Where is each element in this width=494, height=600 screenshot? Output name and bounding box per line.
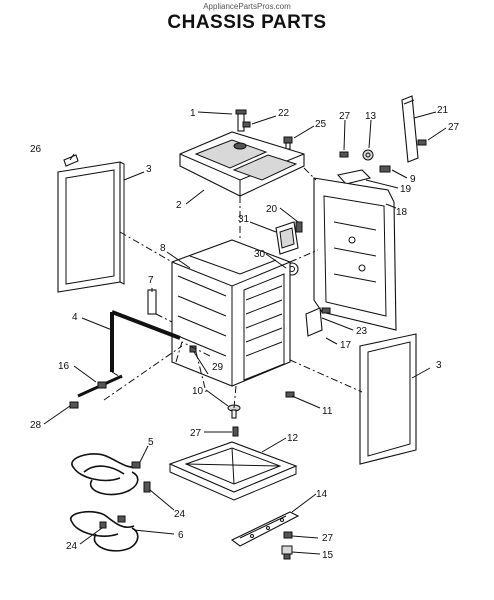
callout-28: 28 — [30, 420, 42, 431]
page-title: CHASSIS PARTS — [167, 12, 327, 33]
callout-11: 11 — [322, 406, 333, 417]
part-1-pin — [235, 109, 247, 132]
part-11-screw — [285, 391, 295, 398]
part-26-clip — [63, 154, 79, 167]
part-27-screw-bottom — [283, 531, 293, 539]
callout-5: 5 — [148, 437, 154, 448]
part-22-screw — [242, 121, 251, 128]
callout-12: 12 — [287, 433, 299, 444]
part-2-top-panel — [179, 131, 305, 197]
part-17-clip — [321, 307, 331, 314]
callout-24-upper: 24 — [174, 509, 186, 520]
part-18-rear-frame — [313, 177, 397, 331]
part-20-clip — [295, 221, 303, 233]
callout-16: 16 — [58, 361, 70, 372]
callout-13: 13 — [365, 111, 377, 122]
callout-20: 20 — [266, 204, 278, 215]
part-7-bracket — [147, 289, 157, 315]
callout-27-bottom: 27 — [322, 533, 334, 544]
callout-26: 26 — [30, 144, 42, 155]
part-6-broil-element — [69, 510, 139, 552]
callout-18: 18 — [396, 207, 408, 218]
part-27-screw-middle — [232, 426, 239, 437]
callout-22: 22 — [278, 108, 290, 119]
part-9-clip — [379, 165, 391, 173]
part-5-bake-element — [71, 453, 151, 496]
callout-19: 19 — [400, 184, 412, 195]
part-8-oven-cavity — [171, 239, 291, 387]
callout-24-lower: 24 — [66, 541, 78, 552]
part-25-screw — [283, 136, 293, 150]
part-12-drawer-pan — [168, 441, 298, 501]
callout-labels: 1 22 25 27 13 21 27 26 3 2 9 19 18 31 20… — [30, 105, 460, 561]
callout-27-top-left: 27 — [339, 111, 351, 122]
callout-25: 25 — [315, 119, 327, 130]
leader-lines — [43, 111, 447, 555]
callout-7: 7 — [148, 275, 154, 286]
part-28-screw — [69, 401, 79, 409]
callout-17: 17 — [340, 340, 352, 351]
callout-31: 31 — [238, 214, 250, 225]
assembly-lines — [103, 167, 363, 409]
part-4-trim — [110, 310, 181, 372]
part-19-bracket — [336, 169, 372, 185]
callout-30: 30 — [254, 249, 266, 260]
part-14-drawer-rail — [230, 511, 300, 547]
callout-1: 1 — [190, 108, 196, 119]
part-3-right-side-panel — [359, 333, 417, 465]
callout-3-left: 3 — [146, 164, 152, 175]
callout-9: 9 — [410, 174, 416, 185]
part-27-screw-top — [339, 139, 427, 158]
callout-21: 21 — [437, 105, 449, 116]
part-13-nut — [362, 149, 374, 161]
source-watermark: AppliancePartsPros.com — [203, 2, 291, 11]
part-31-terminal-block — [275, 221, 299, 255]
callout-8: 8 — [160, 243, 166, 254]
callout-27-middle: 27 — [190, 428, 202, 439]
callout-10: 10 — [192, 386, 204, 397]
callout-15: 15 — [322, 550, 334, 561]
part-23-bracket — [305, 307, 323, 337]
part-15-screw — [281, 545, 293, 560]
callout-29: 29 — [212, 362, 224, 373]
callout-23: 23 — [356, 326, 368, 337]
callout-2: 2 — [176, 200, 182, 211]
part-21-bracket — [401, 95, 419, 163]
callout-27-top-right: 27 — [448, 122, 460, 133]
callout-3-right: 3 — [436, 360, 442, 371]
callout-14: 14 — [316, 489, 328, 500]
part-3-left-side-panel — [57, 161, 125, 293]
callout-4: 4 — [72, 312, 78, 323]
part-16-rod — [77, 374, 123, 398]
callout-6: 6 — [178, 530, 184, 541]
